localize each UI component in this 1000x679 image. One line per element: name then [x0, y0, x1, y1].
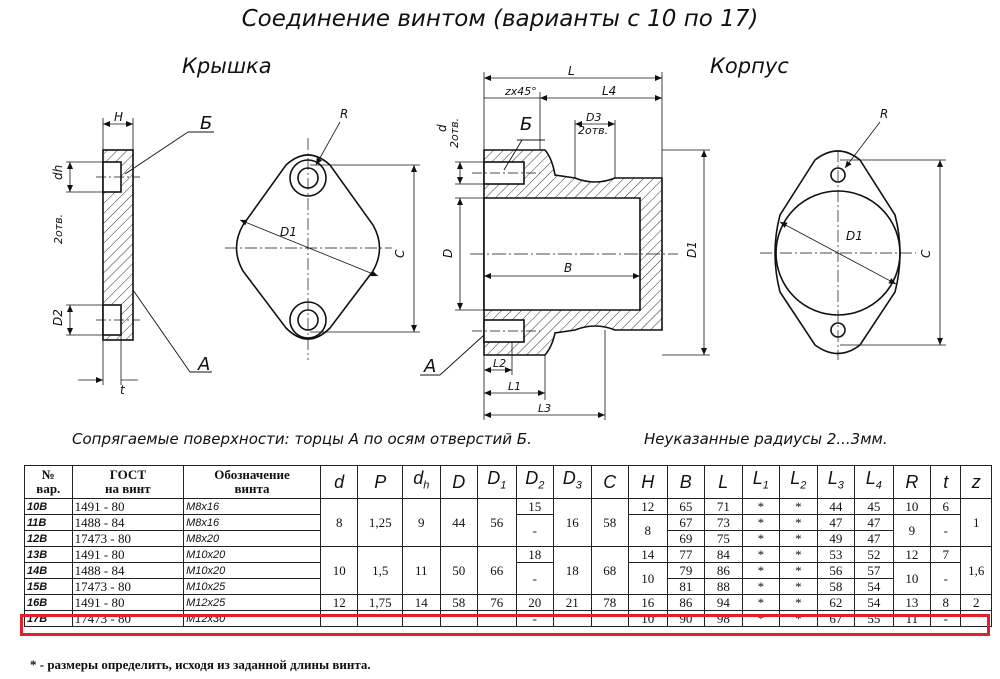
header-c: C — [590, 465, 630, 499]
technical-drawing: H Б А t dh 2отв. D2 R D1 C — [51, 64, 946, 420]
drawing-title: Соединение винтом (варианты с 10 по 17) — [241, 6, 759, 32]
table-row-highlighted: 16В 1491 - 80 M12x25 12 1,75 14 58 76 20… — [24, 594, 992, 611]
header-d3: D3 — [553, 465, 592, 499]
lid-a-mark: А — [197, 354, 210, 375]
header-t: t — [930, 465, 962, 499]
body-front-view — [760, 121, 946, 360]
header-d1: D1 — [477, 465, 517, 499]
body-l3-label: L3 — [538, 402, 551, 415]
header-l3: L3 — [816, 465, 856, 499]
body-c-label: C — [919, 249, 933, 258]
body-holes-note: 2отв. — [578, 124, 608, 137]
header-l2: L2 — [779, 465, 818, 499]
mating-surfaces-note: Сопрягаемые поверхности: торцы А по осям… — [72, 430, 532, 448]
header-l: L — [704, 465, 743, 499]
header-b: B — [666, 465, 706, 499]
body-d3-label: D3 — [586, 111, 601, 124]
header-dh: dh — [402, 465, 441, 499]
body-l1-label: L1 — [508, 380, 521, 393]
body-b-label: B — [564, 261, 572, 275]
body-front-d1-label: D1 — [846, 229, 863, 243]
header-l4: L4 — [854, 465, 894, 499]
header-l1: L1 — [741, 465, 781, 499]
body-r-label: R — [880, 107, 888, 121]
table-row: 10В 1491 - 80 M8x16 8 1,25 9 44 56 15 16… — [24, 498, 992, 547]
body-l-label: L — [568, 64, 575, 78]
lid-view-label: Крышка — [182, 54, 272, 78]
header-z: z — [960, 465, 992, 499]
lid-c-label: C — [393, 249, 407, 258]
row-highlight-box — [20, 614, 990, 636]
lid-section-view — [66, 118, 214, 385]
body-a-mark: А — [423, 356, 436, 377]
body-l4-label: L4 — [602, 84, 616, 98]
lid-d2-label: D2 — [51, 309, 65, 326]
header-h: H — [628, 465, 668, 499]
header-bore-d: D — [439, 465, 479, 499]
table-footnote: * - размеры определить, исходя из заданн… — [30, 657, 371, 672]
body-b-mark: Б — [520, 114, 532, 135]
table-row: 13В 1491 - 80 M10x20 10 1,5 11 50 66 18 … — [24, 546, 992, 595]
lid-d1-label: D1 — [280, 225, 297, 239]
header-d2: D2 — [515, 465, 555, 499]
header-p: P — [357, 465, 404, 499]
header-r: R — [892, 465, 932, 499]
body-d1-label: D1 — [685, 241, 699, 258]
lid-r-label: R — [340, 107, 348, 121]
body-bore-d-label: D — [441, 249, 455, 258]
radii-note: Неуказанные радиусы 2...3мм. — [644, 430, 888, 448]
body-l2-label: L2 — [493, 357, 506, 370]
header-d: d — [319, 465, 359, 499]
body-d-holes-note: 2отв. — [448, 118, 461, 148]
lid-holes-note: 2отв. — [52, 214, 65, 244]
table-row: 14В 1488 - 84 M10x20 - 10 79 86 * * 56 5… — [24, 562, 992, 595]
lid-b-mark: Б — [200, 113, 212, 134]
lid-t-label: t — [120, 383, 126, 397]
lid-h-label: H — [114, 110, 123, 124]
table-row: 15В 17473 - 80 M10x25 81 88 * * 58 54 — [24, 578, 992, 595]
body-view-label: Корпус — [710, 54, 789, 78]
body-section-view — [420, 72, 710, 420]
body-chamfer-label: zx45° — [504, 85, 537, 98]
lid-dh-label: dh — [51, 165, 65, 180]
lid-front-view — [225, 121, 420, 360]
body-d-label: d — [435, 124, 449, 132]
